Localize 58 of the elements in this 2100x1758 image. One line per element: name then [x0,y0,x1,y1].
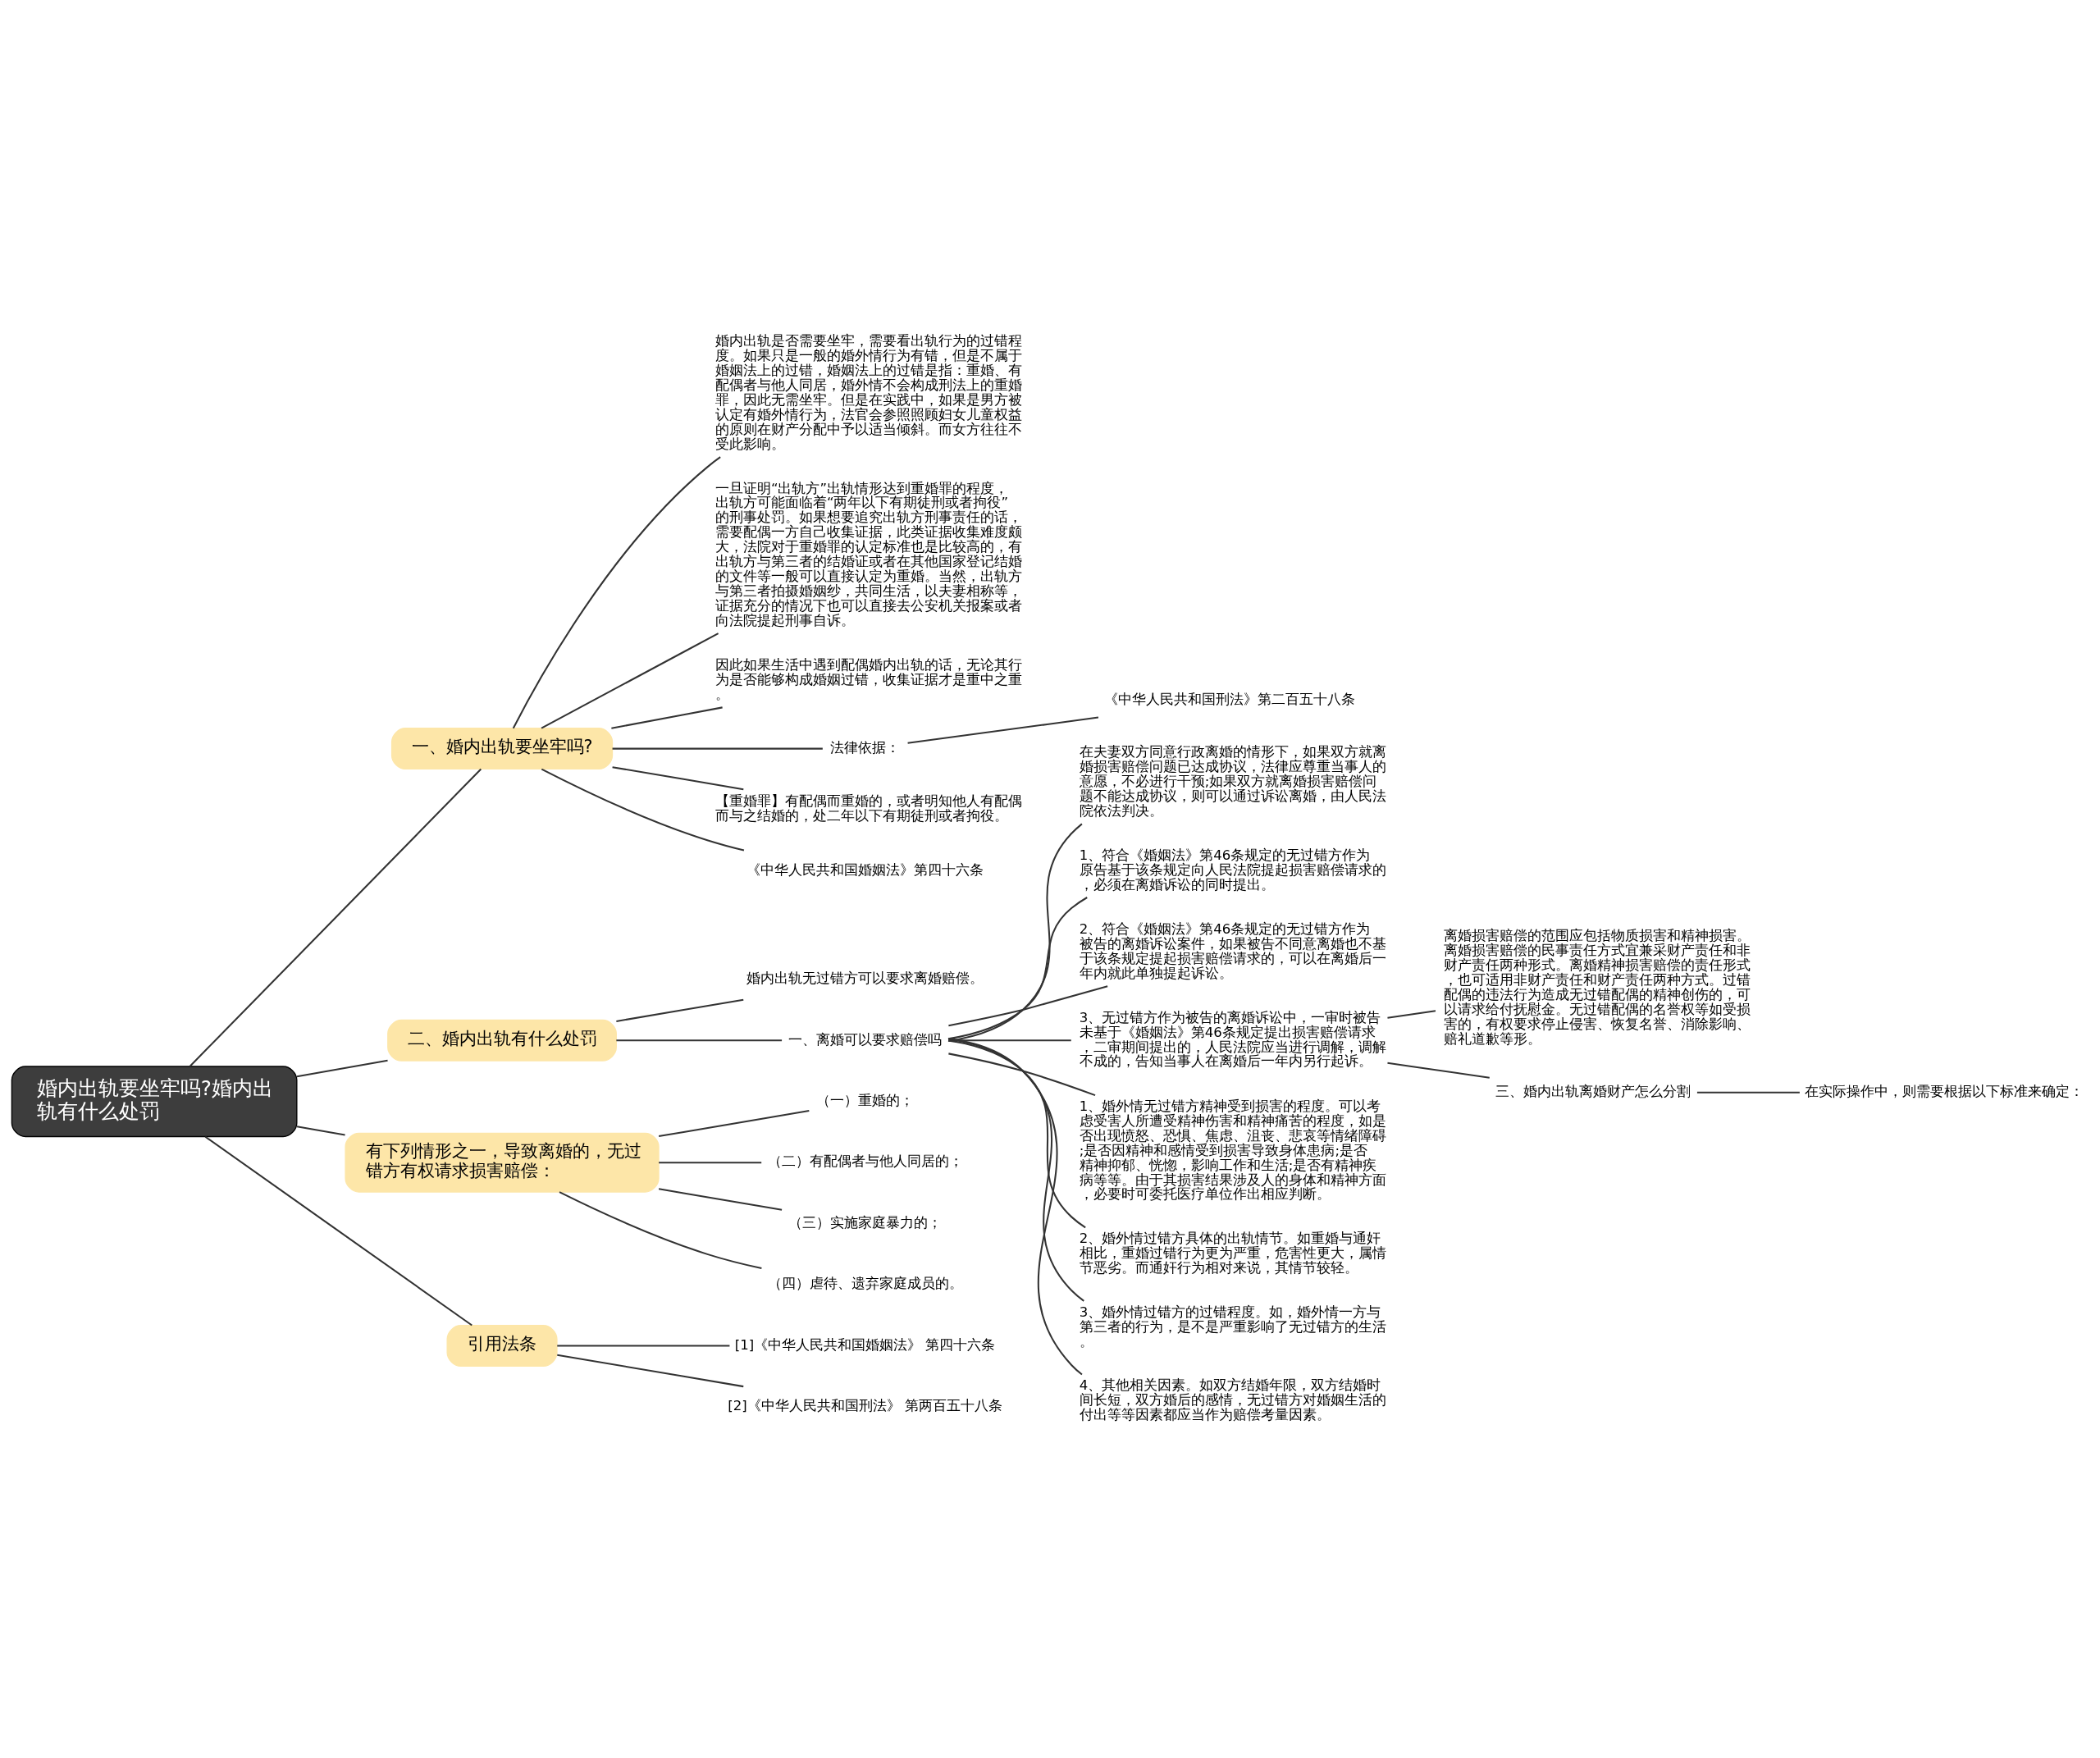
node-box: 一、婚内出轨要坐牢吗? [390,728,614,770]
node-box: 有下列情形之一，导致离婚的，无过错方有权请求损害赔偿： [345,1132,660,1193]
connector [948,1053,1096,1097]
node-text: 婚内出轨无过错方可以要求离婚赔偿。 [746,970,984,987]
node-text: 一旦证明“出轨方”出轨情形达到重婚罪的程度，出轨方可能面临着“两年以下有期徒刑或者拘役”的刑事处罚。如果想要追究出轨方刑事责任的话，需要配偶一方自己收集证据，此类证据收集难度颇大，法院对于重婚罪的认定标准也是比较高的，有出轨方与第三者的结婚证或者在其他国家登记结婚的文件等一般可以直接认定为重婚。当然，出轨方与第三者拍摄婚姻纱，共同生活，以夫妻相称等，证据充分的情况下也可以直接去公安机关报案或者向法院提起刑事自诉。 [714,480,1022,628]
node-text: 3、婚外情过错方的过错程度。如，婚外情一方与第三者的行为，是不是严重影响了无过错方的生活。 [1079,1304,1386,1349]
connector [948,985,1108,1027]
connector [204,1135,472,1326]
node-text: 法律依据： [830,739,901,756]
connector [612,766,744,791]
connector [612,747,823,750]
node-text: 《中华人民共和国婚姻法》第四十六条 [746,861,984,878]
connector [559,1191,762,1270]
connector [947,1039,1086,1229]
connector [616,998,744,1022]
node-text: 4、其他相关因素。如双方结婚年限，双方结婚时间长短，双方婚后的感情，无过错方对婚姻生活的付出等等因素都应当作为赔偿考量因素。 [1079,1377,1386,1423]
node-text: （四）虐待、遗弃家庭成员的。 [767,1276,963,1292]
node-text: 离婚损害赔偿的范围应包括物质损害和精神损害。离婚损害赔偿的民事责任方式宜兼采财产责任和非财产责任两种形式。离婚精神损害赔偿的责任形式，也可适用非财产责任和财产责任两种方式。过错配偶的违法行为造成无过错配偶的精神创伤的，可以请求给付抚慰金。无过错配偶的名誉权等如受损害的，有权要求停止侵害、恢复名誉、消除影响、赔礼道歉等形。 [1443,928,1751,1047]
node-text: 2、婚外情过错方具体的出轨情节。如重婚与通奸相比，重婚过错行为更为严重，危害性更大，属情节恶劣。而通奸行为相对来说，其情节较轻。 [1079,1231,1386,1276]
connector [189,768,482,1067]
connector [611,706,723,729]
connector [296,1126,345,1136]
node-box: 二、婚内出轨有什么处罚 [387,1019,617,1062]
node-text: 三、婚内出轨离婚财产怎么分割 [1495,1083,1691,1099]
node-text: 1、婚外情无过错方精神受到损害的程度。可以考虑受害人所遭受精神伤害和精神痛苦的程度，如是否出现愤怒、恐惧、焦虑、沮丧、悲哀等情绪障碍;是否因精神和感情受到损害导致身体患病;是否精神抑郁、恍惚，影响工作和生活;是否有精神疾病等等。由于其损害结果涉及人的身体和精神方面，必要时可委托医疗单位作出相应判断。 [1079,1098,1386,1203]
connector [1387,1010,1436,1019]
connector [658,1110,810,1138]
connector [1696,1091,1800,1094]
node-text: [1]《中华人民共和国婚姻法》 第四十六条 [734,1336,996,1353]
node-text: 【重婚罪】有配偶而重婚的，或者明知他人有配偶而与之结婚的，处二年以下有期徒刑或者拘役。 [714,793,1022,824]
connector [659,1162,762,1164]
connector [948,1038,1084,1302]
node-text: 1、符合《婚姻法》第46条规定的无过错方作为原告基于该条规定向人民法院提起损害赔偿请求的，必须在离婚诉讼的同时提出。 [1079,847,1386,893]
connector [541,768,745,852]
node-text: 在夫妻双方同意行政离婚的情形下，如果双方就离婚损害赔偿问题已达成协议，法律应尊重当事人的意愿，不必进行干预;如果双方就离婚损害赔偿问题不能达成协议，则可以通过诉讼离婚，由人民法院依法判决。 [1079,744,1386,820]
connector [541,632,719,729]
connector [1387,1062,1490,1079]
node-text: （二）有配偶者与他人同居的； [767,1153,963,1170]
node-text: 3、无过错方作为被告的离婚诉讼中，一审时被告未基于《婚姻法》第46条规定提出损害赔偿请求，二审期间提出的，人民法院应当进行调解，调解不成的，告知当事人在离婚后一年内另行起诉。 [1079,1009,1386,1070]
connector [907,716,1099,744]
node-text: 婚内出轨是否需要坐牢，需要看出轨行为的过错程度。如果只是一般的婚外情行为有错，但是不属于婚姻法上的过错，婚姻法上的过错是指：重婚、有配偶者与他人同居，婚外情不会构成刑法上的重婚罪，因此无需坐牢。但是在实践中，如果是男方被认定有婚外情行为，法官会参照照顾妇女儿童权益的原则在财产分配中予以适当倾斜。而女方往往不受此影响。 [714,333,1022,452]
connector [512,456,721,729]
node-text: 2、符合《婚姻法》第46条规定的无过错方作为被告的离婚诉讼案件，如果被告不同意离婚也不基于该条规定提起损害赔偿请求的，可以在离婚后一年内就此单独提起诉讼。 [1079,921,1386,981]
node-text: 《中华人民共和国刑法》第二百五十八条 [1103,691,1355,707]
connector [296,1059,388,1078]
connector [658,1188,783,1211]
node-text: （三）实施家庭暴力的； [788,1214,943,1231]
node-box: 引用法条 [446,1325,558,1368]
connector [947,1037,1083,1376]
connector [557,1354,744,1388]
node-text: 一、离婚可以要求赔偿吗 [788,1031,943,1048]
node-text: （一）重婚的； [816,1093,915,1109]
connector [616,1039,783,1042]
node-text: 因此如果生活中遇到配偶婚内出轨的话，无论其行为是否能够构成婚姻过错，收集证据才是重中之重。 [714,657,1022,703]
node-text: [2]《中华人民共和国刑法》 第两百五十八条 [728,1398,1002,1414]
node-text: 在实际操作中，则需要根据以下标准来确定： [1804,1083,2084,1099]
node-box: 婚内出轨要坐牢吗?婚内出轨有什么处罚 [11,1066,298,1138]
connector [557,1345,730,1347]
